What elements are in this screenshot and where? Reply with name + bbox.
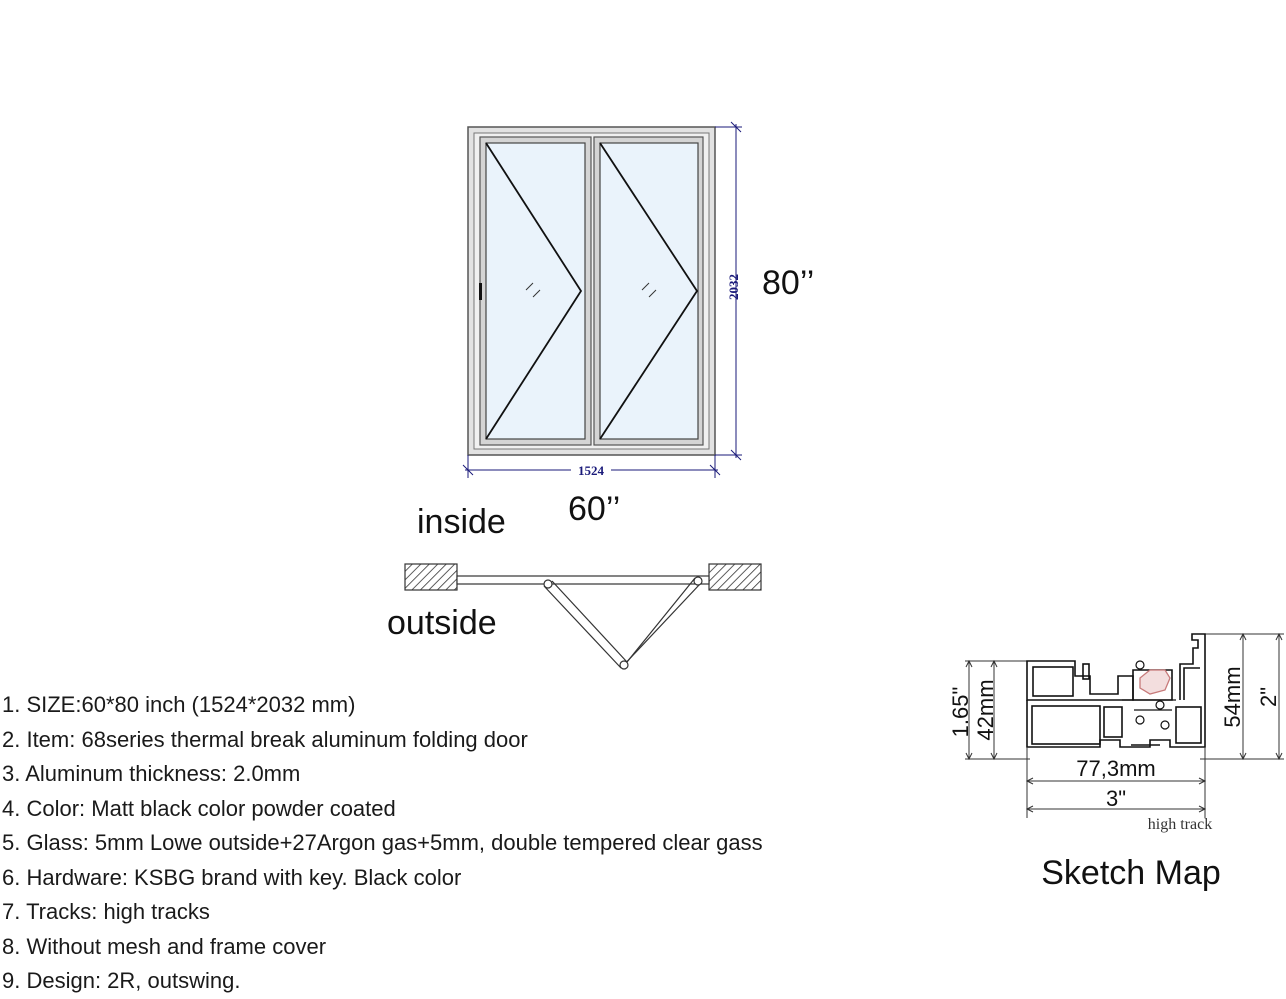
outside-label: outside bbox=[387, 604, 497, 642]
door-elevation: 2032 80’’ 1524 60’’ bbox=[462, 121, 814, 528]
right-wall bbox=[708, 563, 762, 591]
left-wall bbox=[404, 563, 458, 591]
height-dimension bbox=[715, 121, 742, 461]
right-panel-swing-line bbox=[599, 142, 699, 440]
sketch-map-title: Sketch Map bbox=[1041, 854, 1221, 892]
spec-item-size: 1. SIZE:60*80 inch (1524*2032 mm) bbox=[2, 692, 356, 717]
dim-77-3mm: 77,3mm bbox=[1076, 756, 1155, 781]
inside-label: inside bbox=[417, 503, 506, 541]
folding-leaf-1-a bbox=[543, 585, 622, 669]
pivot-hinge-3 bbox=[693, 576, 703, 586]
profile-details bbox=[1122, 660, 1176, 730]
spec-item-design: 9. Design: 2R, outswing. bbox=[2, 968, 241, 993]
pivot-hinge-1 bbox=[543, 579, 553, 589]
right-panel-glass bbox=[599, 142, 699, 440]
height-mm-label: 2032 bbox=[726, 274, 741, 300]
high-track-label: high track bbox=[1148, 816, 1212, 833]
spec-item-item: 2. Item: 68series thermal break aluminum… bbox=[2, 726, 528, 752]
spec-item-thickness: 3. Aluminum thickness: 2.0mm bbox=[2, 761, 301, 786]
door-handle bbox=[479, 283, 482, 300]
door-plan-view: inside outside bbox=[387, 503, 762, 670]
width-mm-label: 1524 bbox=[578, 463, 605, 478]
right-glass-mark-1 bbox=[641, 282, 650, 291]
bottom-dimension-mm bbox=[1025, 747, 1207, 818]
spec-item-mesh: 8. Without mesh and frame cover bbox=[2, 933, 327, 959]
dim-54mm: 54mm bbox=[1220, 666, 1245, 727]
height-inch-label: 80’’ bbox=[762, 264, 814, 302]
folding-leaf-2-b bbox=[626, 577, 696, 663]
dim-2-in: 2" bbox=[1256, 687, 1281, 707]
aluminum-profile bbox=[1026, 633, 1206, 748]
left-dimensions bbox=[965, 659, 1030, 761]
folding-leaf-1-b bbox=[551, 580, 628, 663]
spec-list: 1. SIZE:60*80 inch (1524*2032 mm) 2. Ite… bbox=[2, 688, 763, 999]
left-panel-glass bbox=[485, 142, 586, 440]
left-panel-swing-line bbox=[485, 142, 583, 440]
threshold bbox=[456, 575, 710, 585]
left-glass-mark-1 bbox=[525, 282, 534, 291]
right-dimensions bbox=[1200, 632, 1284, 761]
pivot-hinge-2 bbox=[619, 660, 629, 670]
dim-42mm: 42mm bbox=[973, 679, 998, 740]
dim-1-65-in: 1.65" bbox=[948, 687, 973, 738]
spec-item-color: 4. Color: Matt black color powder coated bbox=[2, 795, 396, 821]
spec-item-glass: 5. Glass: 5mm Lowe outside+27Argon gas+5… bbox=[2, 830, 763, 855]
spec-item-tracks: 7. Tracks: high tracks bbox=[2, 899, 210, 924]
sketch-map: 1.65" 42mm 54mm 2" bbox=[948, 632, 1284, 892]
spec-item-hardware: 6. Hardware: KSBG brand with key. Black … bbox=[2, 864, 462, 890]
dim-3-in: 3" bbox=[1106, 786, 1126, 811]
left-glass-mark-2 bbox=[532, 289, 541, 298]
right-glass-mark-2 bbox=[648, 289, 657, 298]
width-inch-label: 60’’ bbox=[568, 490, 620, 528]
thermal-seal bbox=[1139, 669, 1171, 695]
